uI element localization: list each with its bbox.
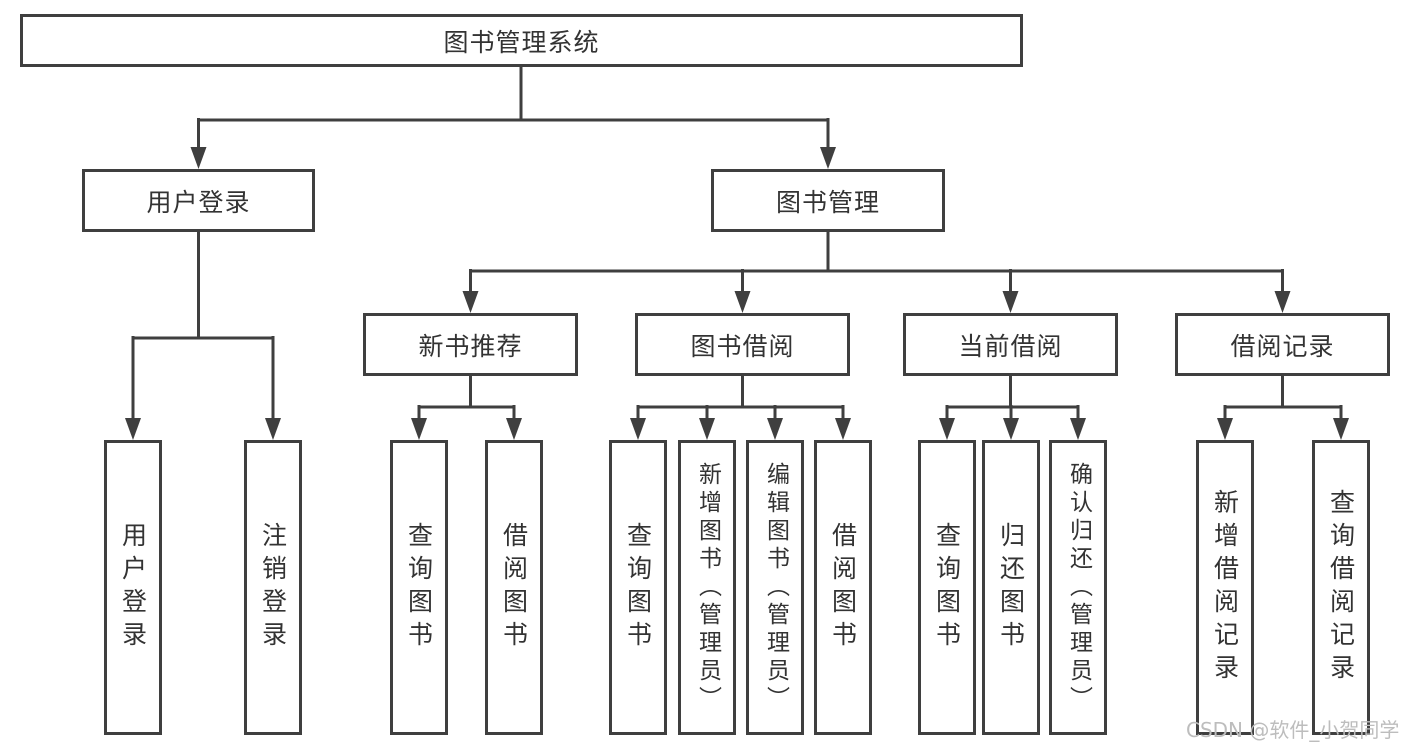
- node-borrow-books: 借阅图书: [814, 440, 872, 735]
- node-label: 查询借阅记录: [1326, 488, 1356, 687]
- node-root-system: 图书管理系统: [20, 14, 1023, 67]
- node-user-login-action: 用户登录: [104, 440, 162, 735]
- node-return-books: 归还图书: [982, 440, 1040, 735]
- node-borrow-query-books: 查询图书: [609, 440, 667, 735]
- node-recommend-query-books: 查询图书: [390, 440, 448, 735]
- node-new-book-recommend: 新书推荐: [363, 313, 578, 376]
- node-label: 查询图书: [932, 521, 962, 654]
- node-label: 新增借阅记录: [1210, 488, 1240, 687]
- node-edit-books-admin: 编辑图书（管理员）: [746, 440, 804, 735]
- node-query-borrow-record: 查询借阅记录: [1312, 440, 1370, 735]
- node-borrow-records: 借阅记录: [1175, 313, 1390, 376]
- node-label: 借阅图书: [499, 521, 529, 654]
- node-book-management: 图书管理: [711, 169, 945, 232]
- node-current-query-books: 查询图书: [918, 440, 976, 735]
- node-book-borrowing: 图书借阅: [635, 313, 850, 376]
- node-confirm-return-admin: 确认归还（管理员）: [1049, 440, 1107, 735]
- node-recommend-borrow-books: 借阅图书: [485, 440, 543, 735]
- node-label: 归还图书: [996, 521, 1026, 654]
- node-user-login: 用户登录: [82, 169, 315, 232]
- node-add-books-admin: 新增图书（管理员）: [678, 440, 736, 735]
- csdn-watermark: CSDN @软件_小贺同学: [1186, 718, 1400, 742]
- node-label: 确认归还（管理员）: [1065, 461, 1092, 714]
- node-add-borrow-record: 新增借阅记录: [1196, 440, 1254, 735]
- node-label: 注销登录: [258, 521, 288, 654]
- node-label: 用户登录: [118, 521, 148, 654]
- node-label: 借阅图书: [828, 521, 858, 654]
- node-current-borrowing: 当前借阅: [903, 313, 1118, 376]
- node-label: 查询图书: [404, 521, 434, 654]
- node-label: 编辑图书（管理员）: [762, 461, 789, 714]
- arrowheads: [125, 147, 1349, 440]
- node-logout: 注销登录: [244, 440, 302, 735]
- node-label: 查询图书: [623, 521, 653, 654]
- node-label: 新增图书（管理员）: [694, 461, 721, 714]
